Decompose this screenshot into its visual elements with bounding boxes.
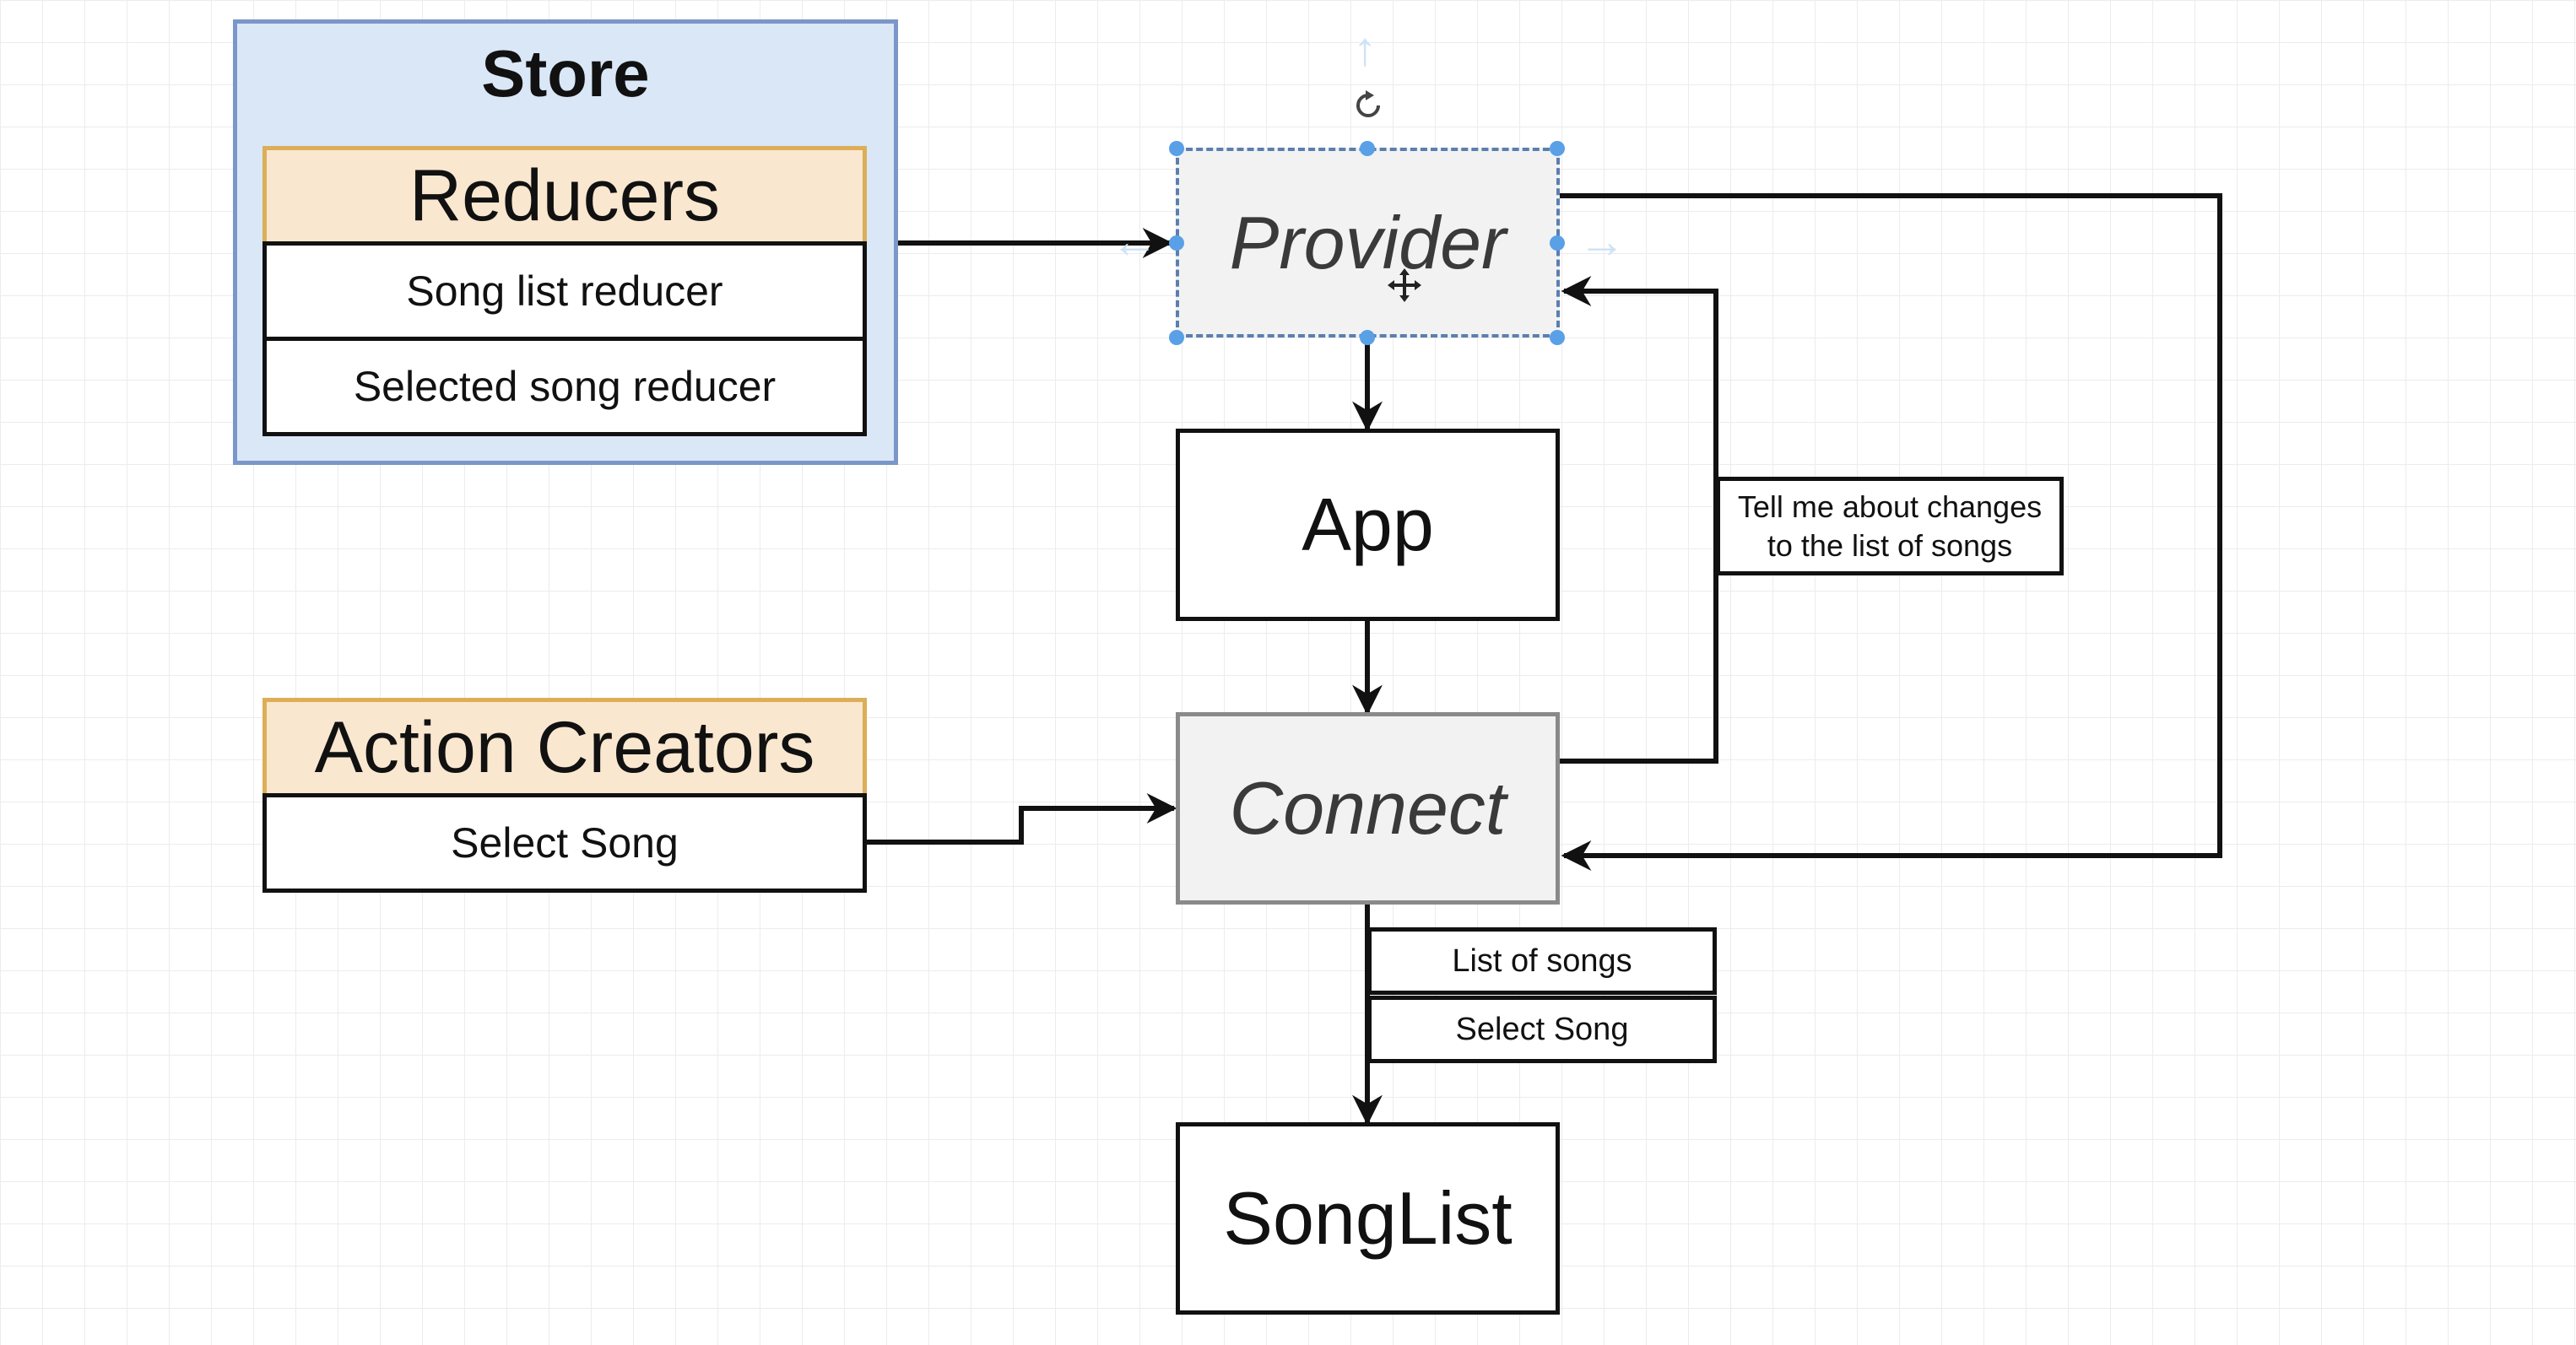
provider-label: Provider (1229, 200, 1507, 284)
reducer-item-label: Song list reducer (406, 267, 723, 315)
action-to-connect-arrow (864, 793, 1177, 845)
move-cursor-icon (1388, 268, 1421, 302)
songlist-label: SongList (1223, 1176, 1513, 1260)
connect-node[interactable]: Connect (1176, 712, 1560, 905)
changes-annotation: Tell me about changes to the list of son… (1716, 477, 2064, 575)
reducer-item-selected-song: Selected song reducer (262, 337, 867, 436)
annotation-line: Tell me about changes (1737, 489, 2043, 524)
songlist-node[interactable]: SongList (1176, 1122, 1560, 1315)
props-label: List of songs (1452, 943, 1632, 979)
annotation-line: to the list of songs (1767, 527, 2013, 563)
resize-handle-n[interactable] (1360, 141, 1375, 156)
action-creators-header: Action Creators (262, 698, 867, 797)
arrow-right-ghost-icon[interactable]: → (1578, 214, 1626, 267)
action-creator-item-select-song: Select Song (262, 793, 867, 893)
resize-handle-w[interactable] (1169, 235, 1184, 251)
provider-node[interactable]: Provider (1176, 148, 1560, 338)
connect-to-provider-arrow (1560, 276, 1718, 764)
resize-handle-sw[interactable] (1169, 330, 1184, 345)
arrow-left-ghost-icon[interactable]: ← (1111, 214, 1158, 267)
reducer-item-label: Selected song reducer (353, 363, 777, 410)
connect-label: Connect (1229, 766, 1507, 850)
app-label: App (1302, 483, 1434, 566)
resize-handle-ne[interactable] (1550, 141, 1565, 156)
props-label: Select Song (1455, 1011, 1629, 1047)
reducer-item-song-list: Song list reducer (262, 241, 867, 341)
action-creators-header-label: Action Creators (314, 706, 815, 788)
app-node[interactable]: App (1176, 429, 1560, 621)
provider-to-connect-arrow (1560, 193, 2222, 871)
rotate-handle-icon[interactable] (1349, 86, 1388, 125)
props-list-of-songs: List of songs (1367, 927, 1717, 995)
resize-handle-nw[interactable] (1169, 141, 1184, 156)
resize-handle-e[interactable] (1550, 235, 1565, 251)
resize-handle-se[interactable] (1550, 330, 1565, 345)
reducers-header: Reducers (262, 146, 867, 246)
action-creator-item-label: Select Song (451, 819, 679, 867)
store-title: Store (481, 36, 650, 111)
resize-handle-s[interactable] (1360, 330, 1375, 345)
arrow-up-ghost-icon[interactable]: ↑ (1353, 22, 1377, 75)
reducers-header-label: Reducers (409, 154, 721, 236)
props-select-song: Select Song (1367, 996, 1717, 1063)
